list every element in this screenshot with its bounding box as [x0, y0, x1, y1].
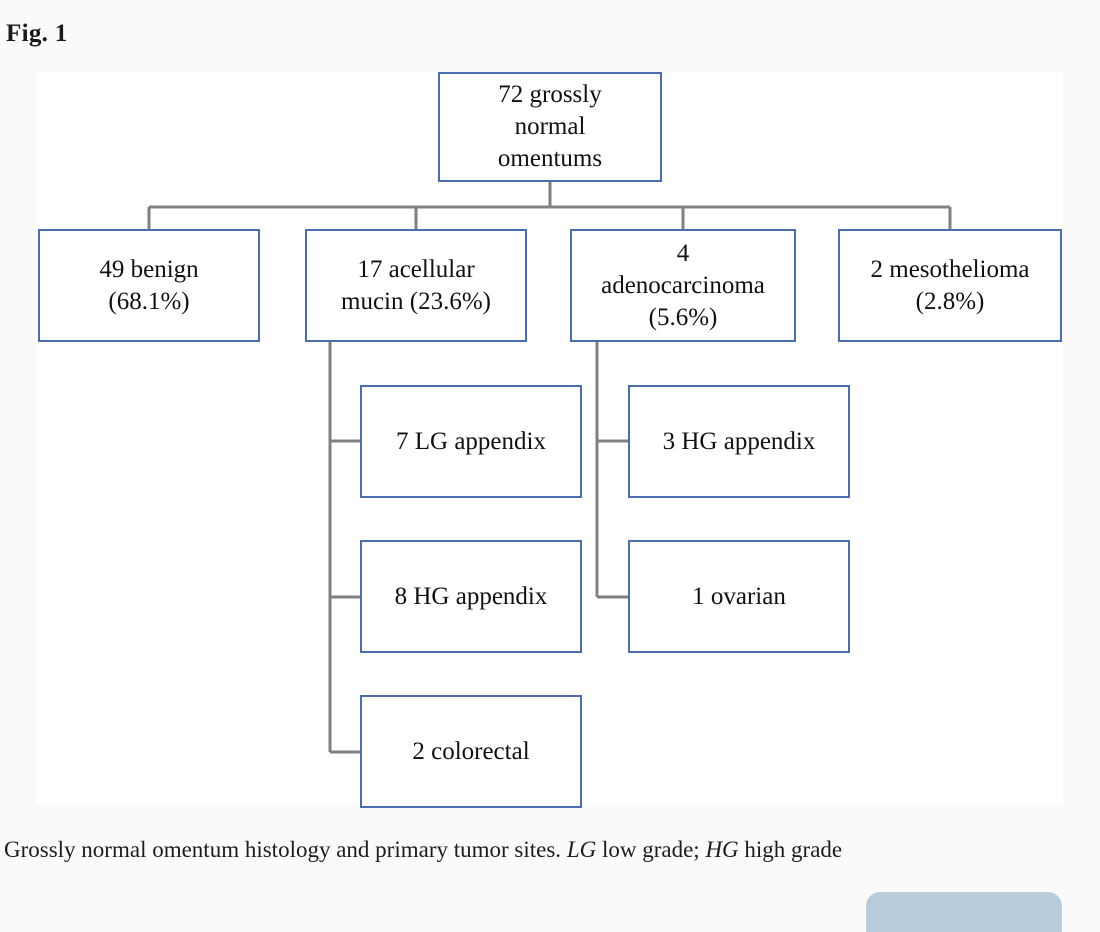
caption-abbr-lg-definition: low grade; [601, 837, 700, 862]
caption-abbr-lg: LG [566, 837, 597, 862]
node-root-omentums: 72 grossly normal omentums [438, 72, 662, 182]
caption-main-text: Grossly normal omentum histology and pri… [4, 837, 562, 862]
node-acellular-mucin: 17 acellular mucin (23.6%) [305, 229, 527, 342]
node-hg-appendix-mucin: 8 HG appendix [360, 540, 582, 653]
node-colorectal: 2 colorectal [360, 695, 582, 808]
node-benign: 49 benign (68.1%) [38, 229, 260, 342]
caption-abbr-hg-definition: high grade [744, 837, 843, 862]
node-adenocarcinoma: 4 adenocarcinoma (5.6%) [570, 229, 796, 342]
node-hg-appendix-adeno: 3 HG appendix [628, 385, 850, 498]
node-mesothelioma: 2 mesothelioma (2.8%) [838, 229, 1062, 342]
node-ovarian: 1 ovarian [628, 540, 850, 653]
node-lg-appendix: 7 LG appendix [360, 385, 582, 498]
figure-label: Fig. 1 [6, 20, 68, 47]
bottom-floating-chip[interactable] [866, 892, 1062, 932]
figure-caption: Grossly normal omentum histology and pri… [4, 836, 1094, 864]
caption-abbr-hg: HG [705, 837, 739, 862]
